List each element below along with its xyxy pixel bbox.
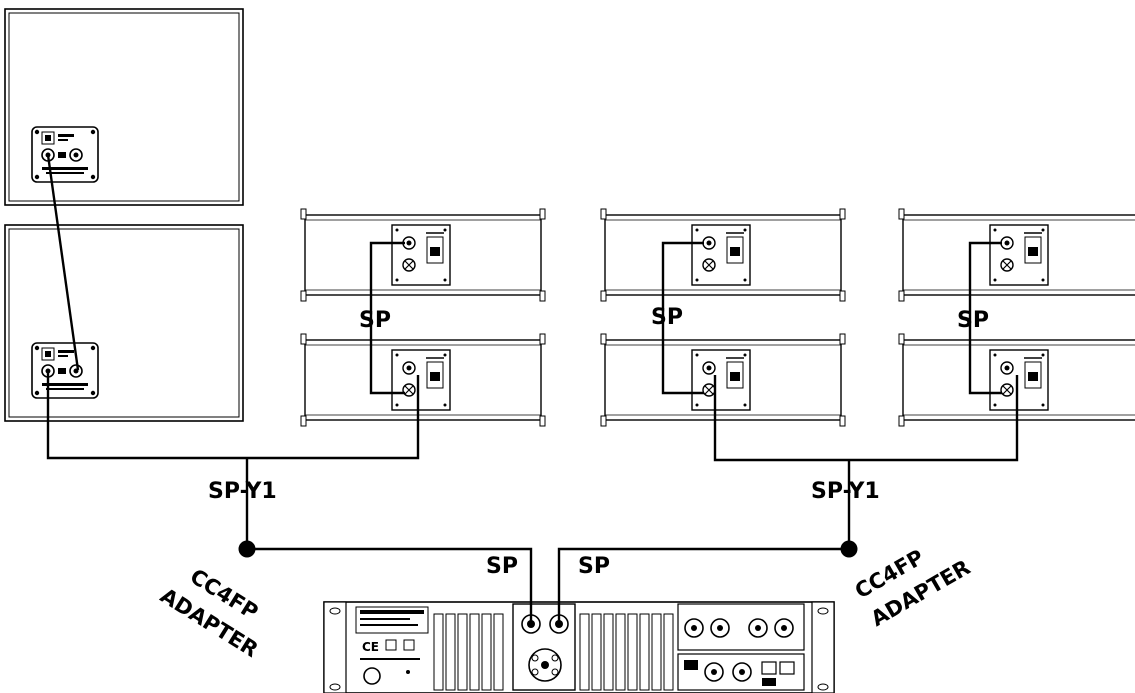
amplifier: CE [323,601,835,693]
sub-link-cable [46,154,80,371]
sp-label-col1: SP [359,308,391,333]
sp-link-col3 [968,241,1002,395]
adapter-left-node [238,540,256,558]
adapter-label-right: CC4FP ADAPTER [851,545,974,631]
line-array-column-2 [600,208,846,427]
sp-y1-right-cable [713,375,1019,462]
sp-left-amp-cable [247,547,533,624]
sp-y1-label-left: SP-Y1 [208,479,277,504]
sp-label-col2: SP [651,305,683,330]
sp-y1-left-cable [46,370,420,460]
subwoofer-bottom [4,224,244,422]
sp-label-col3: SP [957,308,989,333]
adapter-right-node [840,540,858,558]
line-array-column-1 [300,208,546,427]
sp-link-col2 [661,241,704,395]
sp-label-amp-left: SP [486,554,518,579]
sp-label-amp-right: SP [578,554,610,579]
adapter-label-left: CC4FP ADAPTER [156,564,262,662]
svg-text:CE: CE [362,640,379,654]
sp-link-col1 [369,241,405,395]
sp-y1-label-right: SP-Y1 [811,479,880,504]
cables [46,154,1019,624]
sp-right-amp-cable [557,547,849,624]
subwoofer-top [4,8,244,206]
